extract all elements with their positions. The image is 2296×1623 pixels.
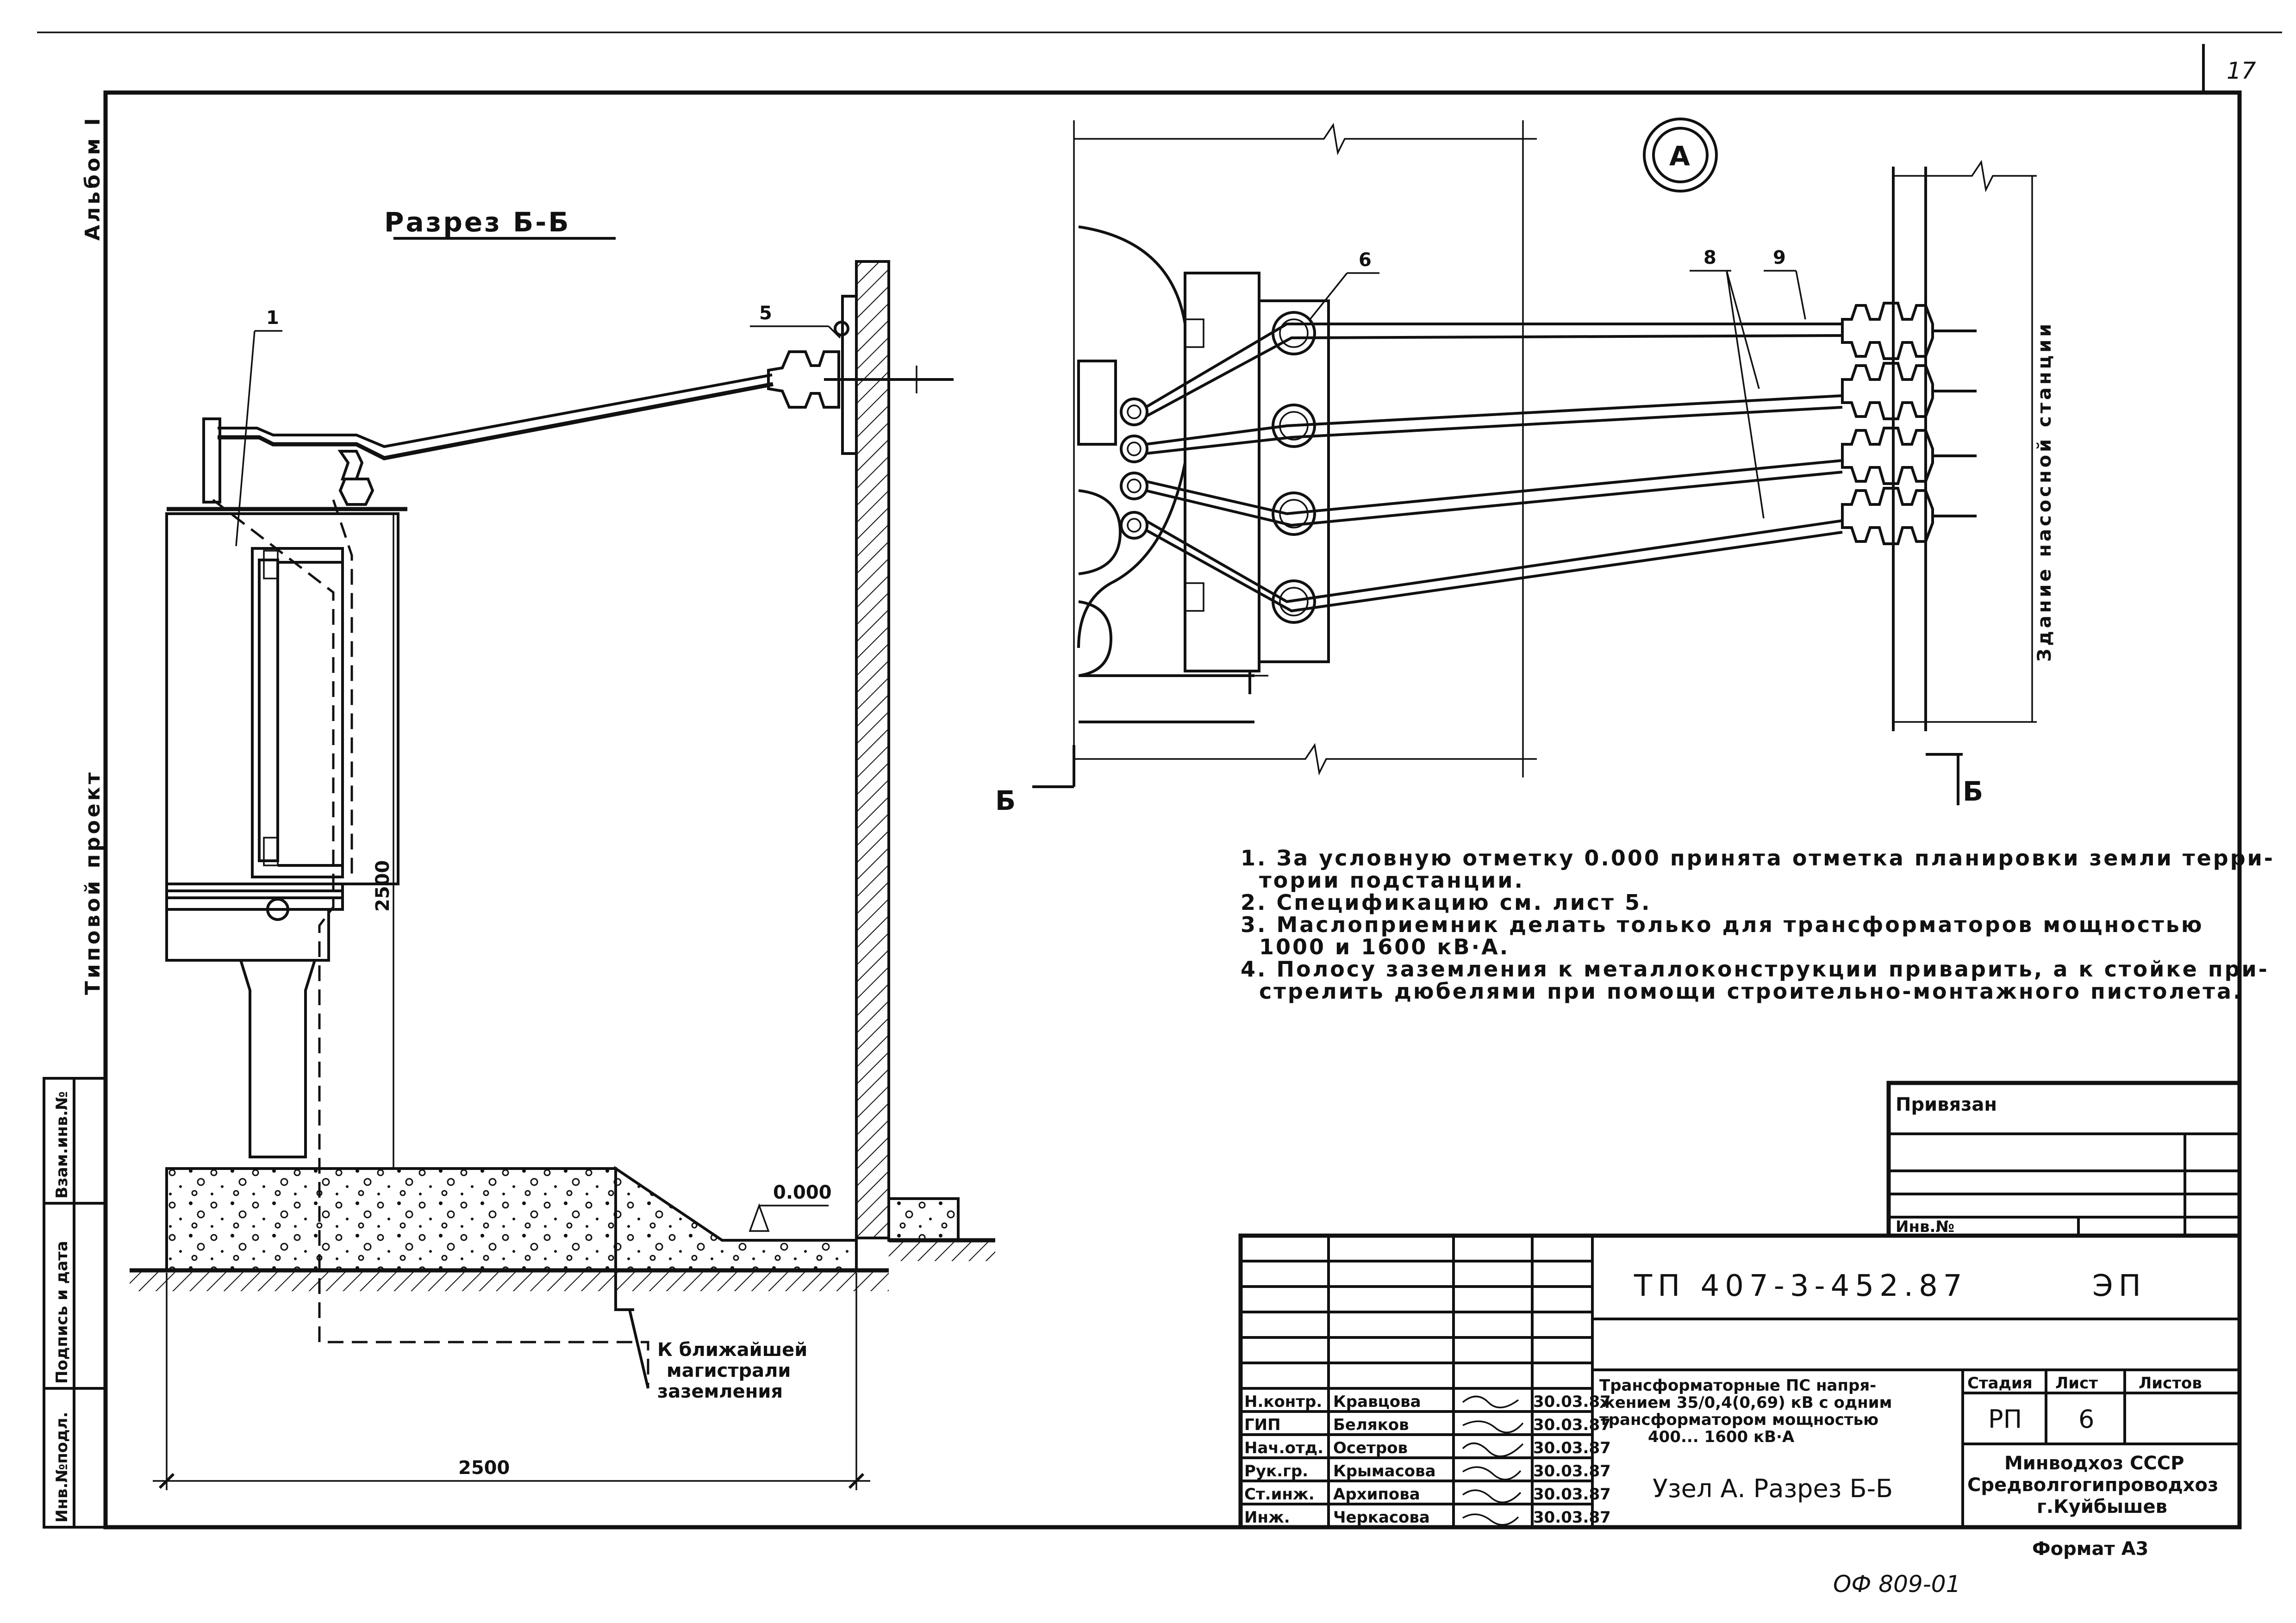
callout-8: 8 (1703, 247, 1716, 268)
sig-date: 30.03.87 (1533, 1485, 1611, 1504)
description-line-2: жением 35/0,4(0,69) кВ с одним (1599, 1393, 1892, 1412)
node-a-label: А (1669, 140, 1692, 172)
binding-inv: Инв.№ (1896, 1218, 1954, 1236)
sig-name: Осетров (1333, 1439, 1408, 1457)
transformer-tank (165, 512, 399, 885)
org-line-3: г.Куйбышев (2037, 1496, 2167, 1517)
section-code: ЭП (2092, 1269, 2146, 1303)
callout-1: 1 (266, 307, 279, 329)
sheets-label: Листов (2139, 1374, 2202, 1393)
format-label: Формат А3 (2032, 1538, 2148, 1560)
note-line-1: 1. За условную отметку 0.000 принята отм… (1241, 846, 2275, 871)
cut-mark-left: Б (995, 785, 1017, 816)
dimension-width: 2500 (458, 1457, 510, 1479)
elevation-mark: 0.000 (773, 1182, 832, 1203)
section-bb-drawing: Разрез Б-Б 5 (130, 206, 995, 1490)
callout-5: 5 (759, 303, 772, 324)
sig-role: Рук.гр. (1244, 1462, 1308, 1480)
wall-insulators (1841, 302, 1977, 545)
sig-role: Нач.отд. (1244, 1439, 1323, 1457)
sheet-label: Лист (2055, 1374, 2098, 1393)
stamp-replaced-inv: Взам.инв.№ (53, 1091, 71, 1199)
note-line-7: стрелить дюбелями при помощи строительно… (1259, 979, 2243, 1004)
sig-name: Архипова (1333, 1485, 1420, 1504)
general-notes: 1. За условную отметку 0.000 принята отм… (1241, 846, 2275, 1004)
binding-title: Привязан (1896, 1094, 1997, 1115)
margin-stamp (43, 1077, 107, 1529)
wall-bushing-insulator (767, 295, 954, 455)
sheet-value: 6 (2078, 1405, 2094, 1434)
section-title: Разрез Б-Б (384, 206, 571, 238)
busbars (1145, 323, 1843, 613)
sheet-frame (37, 31, 2282, 1530)
sig-role: Н.контр. (1244, 1393, 1322, 1411)
description-line-3: трансформатором мощностью (1599, 1411, 1878, 1429)
dimension-height: 2500 (372, 860, 393, 912)
signature-rows: Н.контр. Кравцова 30.03.87 ГИП Беляков 3… (1244, 1393, 1611, 1527)
project-type-label: Типовой проект (81, 770, 105, 995)
sig-role: Ст.инж. (1244, 1485, 1315, 1504)
archive-mark: ОФ 809-01 (1833, 1571, 1960, 1598)
title-block (1238, 1233, 2242, 1530)
sig-date: 30.03.87 (1533, 1508, 1611, 1527)
description-line-1: Трансформаторные ПС напря- (1599, 1376, 1876, 1395)
note-line-2: тории подстанции. (1259, 868, 1524, 893)
grounding-label-1: К ближайшей (657, 1339, 807, 1361)
drawing-name: Узел А. Разрез Б-Б (1653, 1474, 1893, 1503)
project-code: ТП 407-3-452.87 (1634, 1269, 1968, 1303)
note-line-3: 2. Спецификацию см. лист 5. (1241, 890, 1651, 915)
stage-value: РП (1988, 1405, 2022, 1434)
org-line-1: Минводхоз СССР (2004, 1453, 2184, 1474)
sig-name: Черкасова (1333, 1508, 1430, 1527)
description-line-4: 400... 1600 кВ·А (1648, 1428, 1795, 1446)
page-number: 17 (2227, 57, 2256, 84)
grounding-label-2: магистрали (667, 1360, 791, 1381)
sig-date: 30.03.87 (1533, 1416, 1611, 1434)
building-label: Здание насосной станции (2034, 321, 2055, 662)
note-line-5: 1000 и 1600 кВ·А. (1259, 934, 1510, 959)
sig-date: 30.03.87 (1533, 1439, 1611, 1457)
sig-role: Инж. (1244, 1508, 1290, 1527)
node-a-drawing: А (995, 118, 2055, 816)
sig-name: Беляков (1333, 1416, 1409, 1434)
stamp-signature-date: Подпись и дата (53, 1241, 71, 1384)
stage-label: Стадия (1967, 1374, 2033, 1393)
grounding-label-3: заземления (657, 1381, 783, 1402)
bus-clamps (1272, 311, 1316, 624)
sig-date: 30.03.87 (1533, 1393, 1611, 1411)
callout-6: 6 (1359, 249, 1372, 271)
building-wall (855, 260, 890, 1239)
note-line-4: 3. Маслоприемник делать только для транс… (1241, 912, 2204, 937)
sig-role: ГИП (1244, 1416, 1281, 1434)
sig-name: Крымасова (1333, 1462, 1436, 1480)
cut-mark-right: Б (1963, 776, 1985, 807)
sig-name: Кравцова (1333, 1393, 1421, 1411)
note-line-6: 4. Полосу заземления к металлоконструкци… (1241, 957, 2269, 982)
callout-9: 9 (1773, 247, 1786, 268)
album-label: Альбом I (81, 115, 105, 241)
org-line-2: Средволгогипроводхоз (1967, 1474, 2218, 1496)
stamp-inv-podl: Инв.№подл. (53, 1412, 71, 1523)
sig-date: 30.03.87 (1533, 1462, 1611, 1480)
lv-bushings (1120, 398, 1148, 540)
